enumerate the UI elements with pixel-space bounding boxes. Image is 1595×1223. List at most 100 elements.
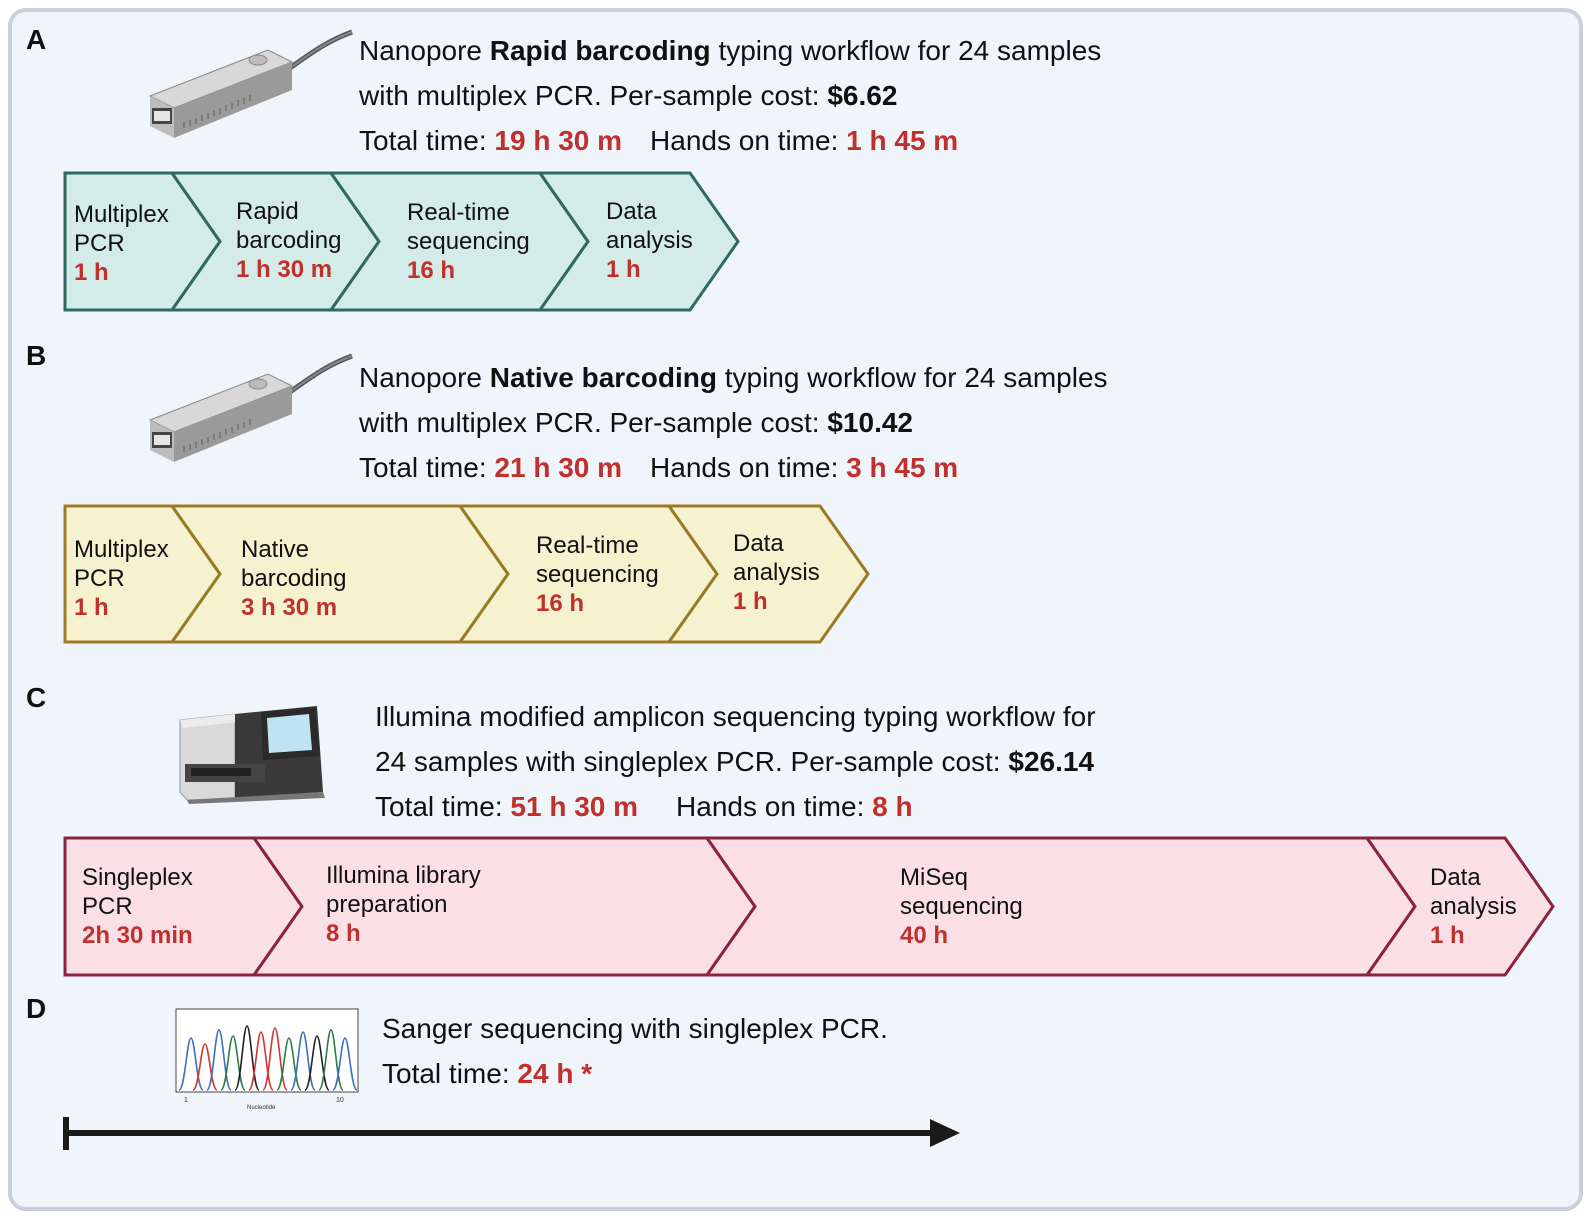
step-duration: 16 h — [407, 257, 456, 284]
panel-b-hands-label: Hands on time: — [650, 452, 847, 483]
panel-b-cost-value: $10.42 — [827, 407, 913, 438]
step-name: PCR — [74, 565, 125, 592]
panel-a-line1-pre: Nanopore — [359, 35, 490, 66]
panel-b-cost-label: with multiplex PCR. Per-sample cost: — [359, 407, 828, 438]
panel-b-method: Native barcoding — [489, 362, 717, 393]
panel-letter-d: D — [26, 993, 47, 1024]
step-duration: 3 h 30 m — [241, 594, 338, 621]
panel-letter-a: A — [26, 24, 47, 55]
panel-a-method: Rapid barcoding — [489, 35, 711, 66]
step-name: Native — [241, 536, 310, 563]
step-name: Singleplex — [82, 864, 193, 891]
step-name: MiSeq — [900, 864, 969, 891]
panel-b-line1: Nanopore Native barcoding typing workflo… — [359, 355, 1108, 400]
panel-c-total-label: Total time: — [375, 791, 511, 822]
step-name: analysis — [606, 227, 693, 254]
panel-a-cost-label: with multiplex PCR. Per-sample cost: — [359, 80, 828, 111]
panel-c-line2: 24 samples with singleplex PCR. Per-samp… — [375, 739, 1096, 784]
nanopore-minion-icon — [148, 353, 353, 462]
panel-b-description: Nanopore Native barcoding typing workflo… — [359, 355, 1108, 490]
panel-a-cost-value: $6.62 — [827, 80, 898, 111]
panel-a-hands-value: 1 h 45 m — [846, 125, 959, 156]
step-name: Data — [733, 530, 784, 557]
step-duration: 8 h — [326, 920, 361, 947]
panel-d-total-value: 24 h * — [517, 1058, 593, 1089]
panel-d-line2: Total time: 24 h * — [382, 1051, 888, 1096]
step-name: barcoding — [241, 565, 347, 592]
panel-b-line2: with multiplex PCR. Per-sample cost: $10… — [359, 400, 1108, 445]
chromatogram-x-end: 10 — [336, 1097, 344, 1104]
panel-b-total-label: Total time: — [359, 452, 495, 483]
step-name: Real-time — [407, 199, 510, 226]
panel-a-line2: with multiplex PCR. Per-sample cost: $6.… — [359, 73, 1101, 118]
panel-d-line1: Sanger sequencing with singleplex PCR. — [382, 1013, 888, 1044]
nanopore-minion-icon — [148, 29, 353, 138]
step-name: sequencing — [536, 561, 659, 588]
step-name: Multiplex — [74, 536, 169, 563]
step-name: analysis — [1430, 893, 1517, 920]
miseq-sequencer-icon — [179, 706, 325, 804]
step-duration: 1 h — [733, 588, 768, 615]
chromatogram-icon: 1 10 Nucleotide — [175, 1008, 359, 1111]
step-name: Illumina library — [326, 862, 481, 889]
panel-c-cost-label: 24 samples with singleplex PCR. Per-samp… — [375, 746, 1009, 777]
step-name: Multiplex — [74, 201, 169, 228]
chromatogram-xlabel: Nucleotide — [247, 1105, 276, 1111]
step-duration: 1 h — [1430, 922, 1465, 949]
panel-a-total-value: 19 h 30 m — [494, 125, 623, 156]
step-name: PCR — [82, 893, 133, 920]
panel-c-hands-value: 8 h — [872, 791, 913, 822]
step-name: Rapid — [236, 198, 299, 225]
panel-letter-c: C — [26, 682, 47, 713]
panel-letter-b: B — [26, 340, 47, 371]
step-duration: 1 h — [74, 259, 109, 286]
step-name: Data — [606, 198, 657, 225]
panel-b-hands-value: 3 h 45 m — [846, 452, 959, 483]
step-duration: 40 h — [900, 922, 949, 949]
step-duration: 2h 30 min — [82, 922, 193, 949]
panel-b-total-value: 21 h 30 m — [494, 452, 623, 483]
panel-c-line3: Total time: 51 h 30 m Hands on time: 8 h — [375, 784, 1096, 829]
step-duration: 1 h — [606, 256, 641, 283]
step-duration: 1 h — [74, 594, 109, 621]
step-name: preparation — [326, 891, 448, 918]
panel-b-line1-pre: Nanopore — [359, 362, 490, 393]
step-name: Real-time — [536, 532, 639, 559]
panel-c-line1: Illumina modified amplicon sequencing ty… — [375, 701, 1096, 732]
step-duration: 16 h — [536, 590, 585, 617]
chromatogram-x-start: 1 — [184, 1097, 188, 1104]
panel-c-hands-label: Hands on time: — [676, 791, 873, 822]
panel-a-line1: Nanopore Rapid barcoding typing workflow… — [359, 28, 1101, 73]
step-name: Data — [1430, 864, 1481, 891]
step-name: sequencing — [900, 893, 1023, 920]
panel-d-total-label: Total time: — [382, 1058, 518, 1089]
step-name: analysis — [733, 559, 820, 586]
panel-c-total-value: 51 h 30 m — [510, 791, 639, 822]
panel-a-total-label: Total time: — [359, 125, 495, 156]
panel-c-description: Illumina modified amplicon sequencing ty… — [375, 694, 1096, 829]
step-name: PCR — [74, 230, 125, 257]
step-name: barcoding — [236, 227, 342, 254]
step-duration: 1 h 30 m — [236, 256, 333, 283]
panel-b-line1-post: typing workflow for 24 samples — [716, 362, 1108, 393]
panel-b-line3: Total time: 21 h 30 m Hands on time: 3 h … — [359, 445, 1108, 490]
panel-a-hands-label: Hands on time: — [650, 125, 847, 156]
panel-a-description: Nanopore Rapid barcoding typing workflow… — [359, 28, 1101, 163]
step-name: sequencing — [407, 228, 530, 255]
panel-c-cost-value: $26.14 — [1008, 746, 1095, 777]
panel-d-description: Sanger sequencing with singleplex PCR. T… — [382, 1006, 888, 1096]
panel-a-line3: Total time: 19 h 30 m Hands on time: 1 h … — [359, 118, 1101, 163]
panel-a-line1-post: typing workflow for 24 samples — [710, 35, 1102, 66]
